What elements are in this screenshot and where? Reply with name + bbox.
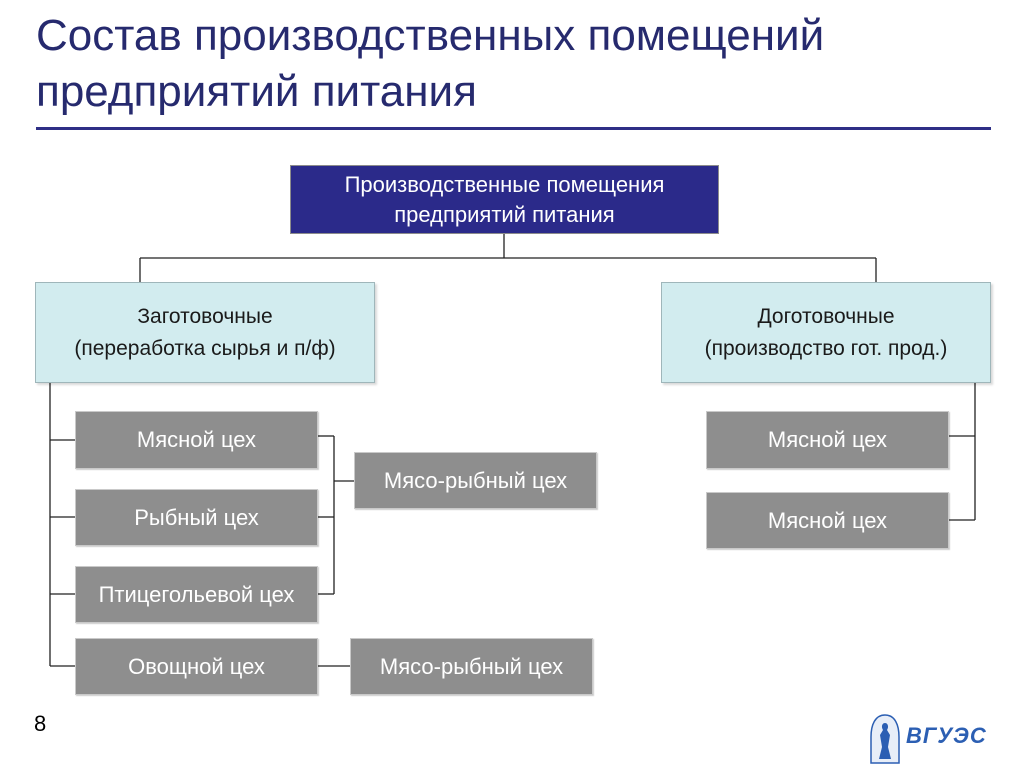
statue-emblem-icon [870,714,900,764]
page-number: 8 [34,711,47,736]
title-divider [36,127,991,130]
logo-text: ВГУЭС [906,723,987,748]
left-item-2: Рыбный цех [75,489,318,546]
right-category-line1: Доготовочные [757,304,895,328]
left-category-line1: Заготовочные [137,304,273,328]
left-item-4: Овощной цех [75,638,318,695]
right-category-node: Доготовочные (производство гот. прод.) [661,282,991,383]
university-logo: ВГУЭС [868,713,988,765]
root-node-line1: Производственные помещения [344,171,665,197]
right-item-1: Мясной цех [706,411,949,469]
slide-title-line1: Состав производственных помещений [36,11,825,60]
right-category-line2: (производство гот. прод.) [704,336,948,360]
slide-title-line2: предприятий питания [36,67,477,116]
root-node: Производственные помещения предприятий п… [290,165,719,234]
left-item-1: Мясной цех [75,411,318,469]
right-item-2: Мясной цех [706,492,949,549]
merged-item-1: Мясо-рыбный цех [354,452,597,509]
root-node-line2: предприятий питания [394,201,615,227]
left-category-line2: (переработка сырья и п/ф) [74,336,336,360]
slide-title: Состав производственных помещений предпр… [36,8,996,120]
left-category-node: Заготовочные (переработка сырья и п/ф) [35,282,375,383]
left-item-3: Птицегольевой цех [75,566,318,623]
merged-item-2: Мясо-рыбный цех [350,638,593,695]
